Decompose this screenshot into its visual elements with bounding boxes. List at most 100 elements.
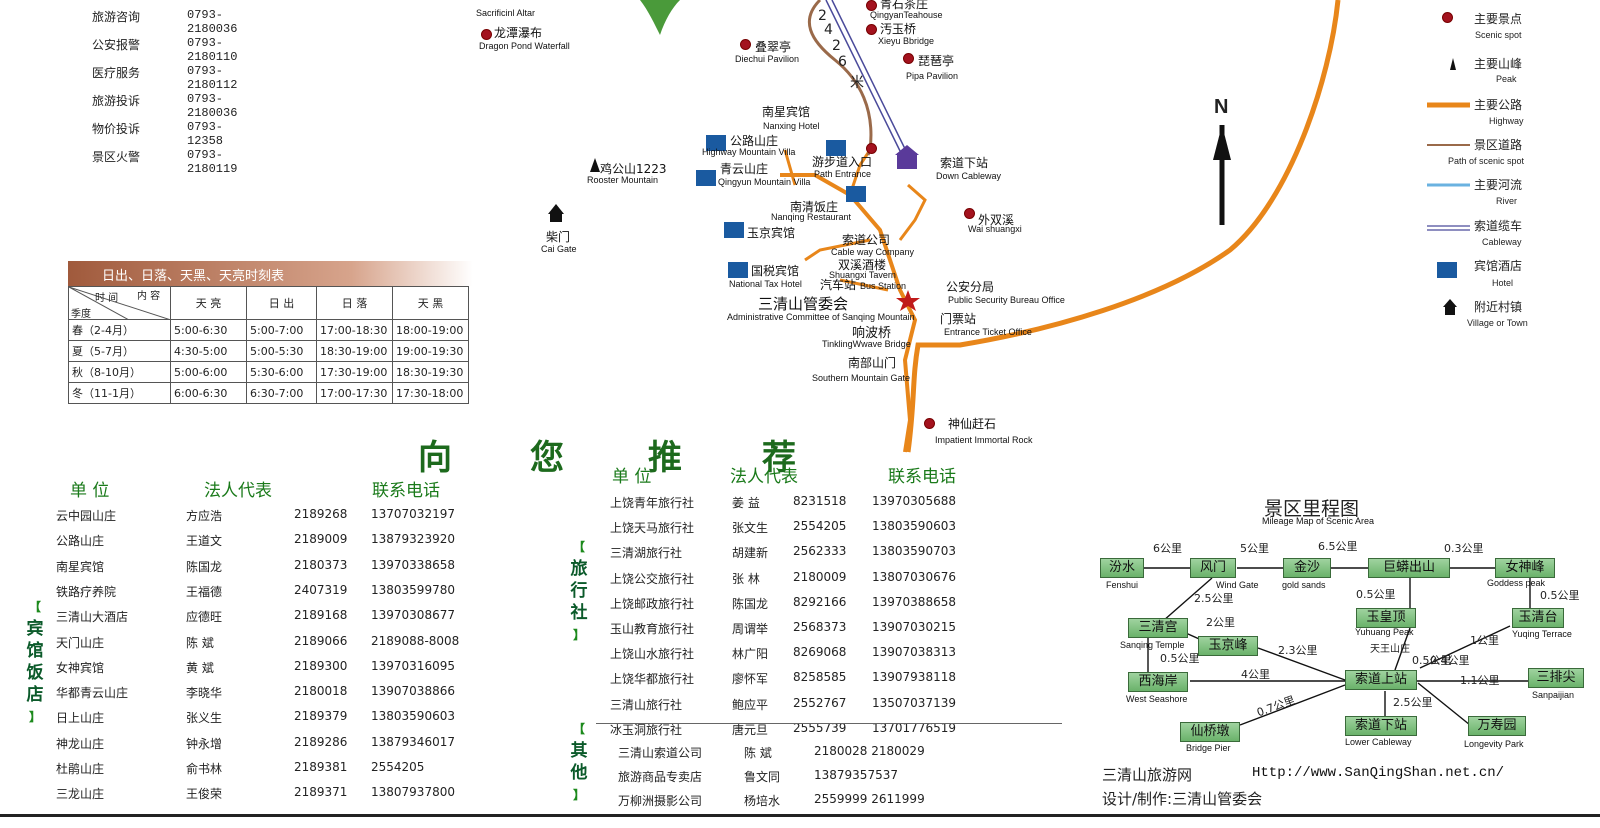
mileage-node: 万寿园 xyxy=(1468,716,1526,736)
map-label: 青云山庄 xyxy=(720,162,769,176)
scenic-spot-icon xyxy=(866,143,877,154)
map-label: 鸡公山1223 xyxy=(600,162,667,176)
tree-icon xyxy=(640,0,680,35)
list-cell: 上饶青年旅行社 xyxy=(610,496,695,510)
mileage-node: 玉京峰 xyxy=(1198,636,1258,656)
recommend-char: 向 xyxy=(418,438,452,478)
hotels-vertical-label: 【 宾 馆 饭 店 】 xyxy=(26,600,44,724)
list-cell: 南星宾馆 xyxy=(56,559,105,574)
mileage-node-en: Sanpaijian xyxy=(1532,690,1575,700)
list-cell: 2180373 xyxy=(294,557,348,572)
list-cell: 陈 斌 xyxy=(744,746,772,760)
footer-url-link[interactable]: Http://www.SanQingShan.net.cn/ xyxy=(1252,765,1505,781)
list-cell: 万柳洲摄影公司 xyxy=(618,794,703,808)
map-label-en: Cai Gate xyxy=(541,244,577,254)
list-cell: 13807030676 xyxy=(872,569,956,584)
list-cell: 13803599780 xyxy=(371,582,455,597)
list-cell: 陈 斌 xyxy=(186,635,214,650)
mileage-node: 玉清台 xyxy=(1512,608,1564,628)
list-cell: 三清山索道公司 xyxy=(618,746,703,760)
hotels-col-rep: 法人代表 xyxy=(204,481,272,501)
map-label: 玉京宾馆 xyxy=(747,226,796,240)
map-label: 南星宾馆 xyxy=(762,105,811,119)
list-cell: 应德旺 xyxy=(186,610,223,625)
list-cell: 周谓举 xyxy=(732,622,769,636)
list-cell: 2559999 2611999 xyxy=(814,792,925,806)
mileage-distance: 1公里 xyxy=(1470,634,1499,647)
list-cell: 神龙山庄 xyxy=(56,736,105,751)
highway-road xyxy=(780,173,918,453)
mileage-node: 风门 xyxy=(1190,558,1236,578)
map-label: 青石茶庄 xyxy=(880,0,929,11)
legend-village-icon xyxy=(1443,299,1457,307)
list-cell: 2568373 xyxy=(793,620,847,634)
list-cell: 张文生 xyxy=(732,521,769,536)
map-label: 索道下站 xyxy=(940,156,989,170)
map-label: 龙潭瀑布 xyxy=(494,26,543,40)
map-label-en: Path Entrance xyxy=(814,169,872,179)
village-icon xyxy=(548,204,564,214)
list-cell: 2189168 xyxy=(294,608,348,623)
list-cell: 13879346017 xyxy=(371,734,455,749)
mileage-node-en: Yuhuang Peak xyxy=(1355,627,1414,637)
mileage-node: 玉皇顶 xyxy=(1356,608,1416,628)
list-cell: 2189088-8008 xyxy=(371,633,460,648)
list-cell: 2407319 xyxy=(294,582,348,597)
map-label: 汽车站 xyxy=(820,278,857,292)
cableway-length-text: 4 xyxy=(824,22,833,38)
list-cell: 王福德 xyxy=(186,584,223,599)
scenic-spot-icon xyxy=(964,208,975,219)
list-cell: 13807937800 xyxy=(371,785,455,800)
list-cell: 三清湖旅行社 xyxy=(610,546,683,561)
list-cell: 2180018 xyxy=(294,684,348,699)
highway-road xyxy=(839,278,889,292)
list-cell: 鲁文同 xyxy=(744,770,781,784)
cableway-line xyxy=(831,0,909,156)
corner-diagonal xyxy=(69,287,171,320)
mileage-node-en: Fenshui xyxy=(1106,580,1139,590)
mileage-node-en: Goddess peak xyxy=(1487,578,1546,588)
bottom-border xyxy=(0,814,1600,817)
list-cell: 13970316095 xyxy=(371,658,455,673)
list-cell: 13701776519 xyxy=(872,720,956,735)
list-cell: 8231518 xyxy=(793,494,847,508)
highway-road xyxy=(905,0,1341,453)
recommend-char: 荐 xyxy=(762,438,796,478)
mileage-distance: 6.5公里 xyxy=(1318,540,1358,553)
mileage-node-en: Wind Gate xyxy=(1216,580,1259,590)
list-cell: 2189379 xyxy=(294,709,348,724)
list-cell: 张义生 xyxy=(186,711,223,726)
list-cell: 13970338658 xyxy=(371,557,455,572)
mileage-distance: 2.3公里 xyxy=(1278,644,1318,657)
map-label-en: Sacrificinl Altar xyxy=(476,8,536,18)
list-cell: 黄 斌 xyxy=(186,660,214,675)
list-cell: 2555739 xyxy=(793,720,847,735)
map-label-en: Cable way Company xyxy=(831,247,915,257)
list-cell: 陈国龙 xyxy=(186,559,223,574)
list-cell: 2180028 2180029 xyxy=(814,744,925,758)
committee-star-icon xyxy=(896,290,920,311)
list-cell: 廖怀军 xyxy=(732,672,769,687)
map-label-en: Highway Mountain Villa xyxy=(702,147,796,157)
list-cell: 三龙山庄 xyxy=(56,787,105,802)
list-cell: 13907038313 xyxy=(872,645,956,660)
scenic-spot-icon xyxy=(924,418,935,429)
agencies-col-rep: 法人代表 xyxy=(730,467,798,487)
agencies-col-unit: 单 位 xyxy=(612,467,652,487)
list-cell: 13907938118 xyxy=(872,670,956,685)
list-cell: 2189268 xyxy=(294,507,348,521)
map-label: 汚玉桥 xyxy=(880,22,917,36)
mileage-distance: 4公里 xyxy=(1241,668,1270,681)
hotels-col-phone: 联系电话 xyxy=(372,481,440,501)
mileage-node: 西海岸 xyxy=(1128,672,1188,692)
cableway-station-icon xyxy=(897,153,917,169)
list-cell: 上饶华都旅行社 xyxy=(610,672,695,687)
map-label-en: Diechui Pavilion xyxy=(735,54,800,64)
map-label: 游步道入口 xyxy=(812,155,873,169)
map-label: 柴门 xyxy=(546,230,571,244)
mileage-distance: 0.5公里 xyxy=(1356,588,1396,601)
list-cell: 13803590603 xyxy=(371,709,455,724)
